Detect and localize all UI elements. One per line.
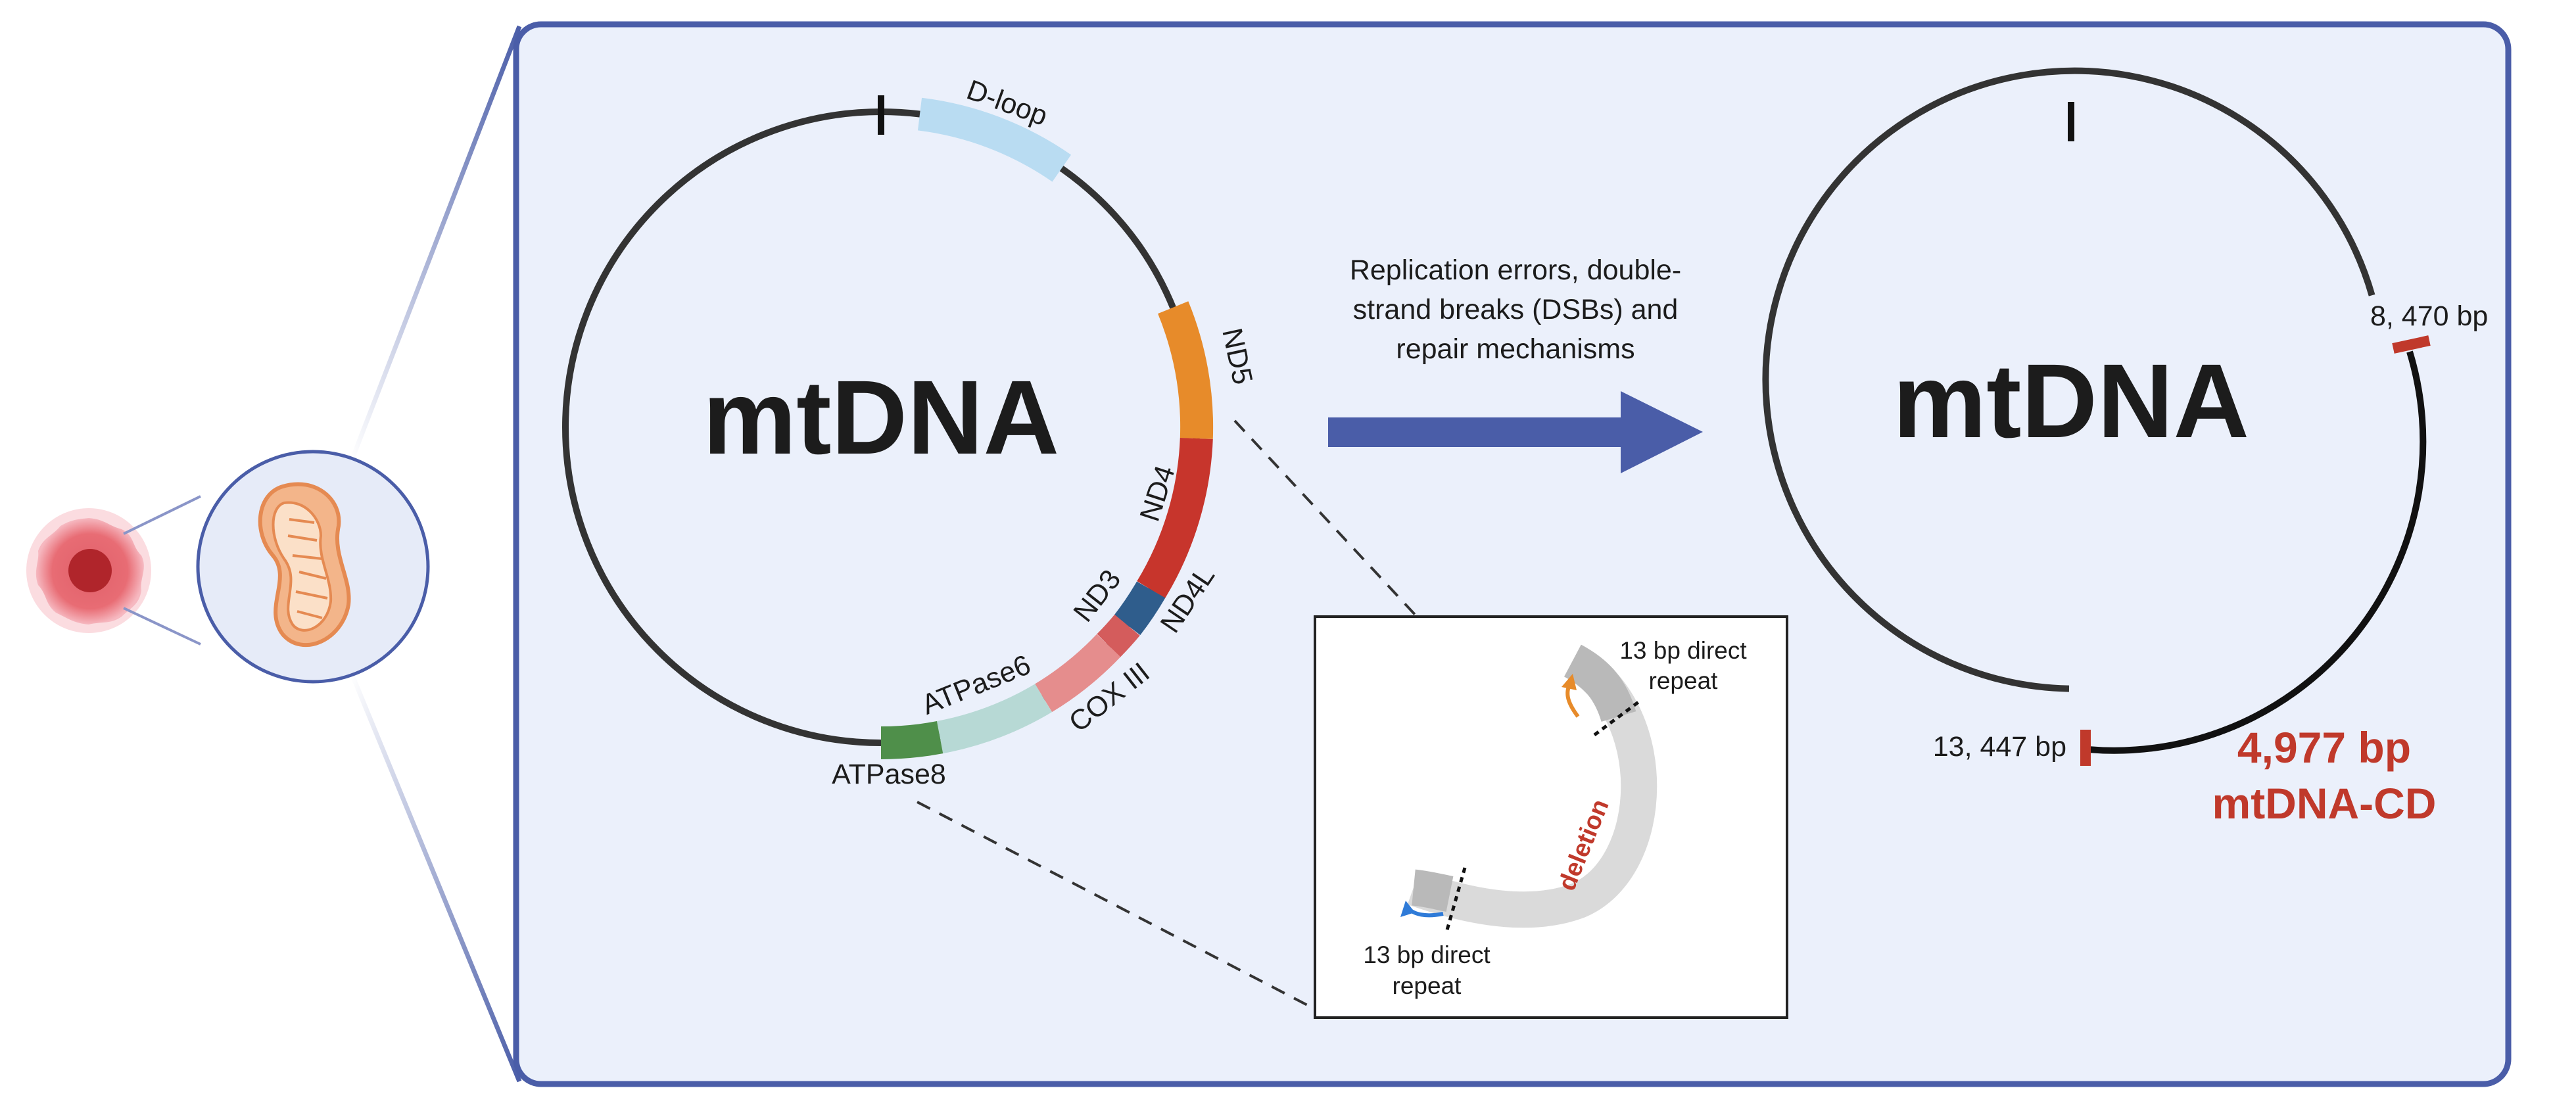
zoom-line-bottom <box>123 607 201 646</box>
gene-nd5 <box>1157 301 1214 439</box>
main-panel <box>513 21 2512 1087</box>
zoom-cone-top <box>349 25 522 461</box>
left-mtdna-circle <box>562 95 1214 760</box>
process-arrow <box>1328 391 1703 473</box>
right-circle-title: mtDNA <box>1893 342 2249 460</box>
zoom-cone-bottom <box>349 672 522 1083</box>
gene-cox3 <box>1034 634 1121 713</box>
arrow-text-line3: repair mechanisms <box>1396 333 1634 365</box>
break-label-13447: 13, 447 bp <box>1933 731 2066 763</box>
gene-dloop <box>917 97 1072 182</box>
repeat-top-line1: 13 bp direct <box>1619 637 1747 664</box>
arrow-text-line1: Replication errors, double- <box>1350 254 1681 286</box>
deletion-arc <box>1400 644 1658 933</box>
gene-nd4 <box>1137 437 1213 598</box>
repeat-bottom-line2: repeat <box>1393 972 1462 999</box>
mitochondrion-icon <box>196 450 430 684</box>
inset-zoom-line-top <box>1233 419 1418 618</box>
repeat-bottom-line1: 13 bp direct <box>1363 941 1491 968</box>
arrow-text-line2: strand breaks (DSBs) and <box>1353 294 1679 325</box>
cell-icon <box>26 508 151 633</box>
gene-atpase8 <box>880 720 943 760</box>
left-circle-title: mtDNA <box>703 358 1059 476</box>
gene-nd4l <box>1114 581 1166 636</box>
deletion-size: 4,977 bp <box>2237 723 2411 772</box>
right-mtdna-circle <box>1762 67 2431 766</box>
repeat-top-line2: repeat <box>1649 667 1719 694</box>
deletion-inset-box <box>1314 615 1788 1019</box>
gene-nd3 <box>1097 614 1140 657</box>
deletion-name: mtDNA-CD <box>2212 779 2437 828</box>
gene-atpase6 <box>936 684 1052 754</box>
break-label-8470: 8, 470 bp <box>2370 300 2488 332</box>
zoom-line-top <box>123 495 201 535</box>
gene-label-atpase8: ATPase8 <box>832 759 946 790</box>
